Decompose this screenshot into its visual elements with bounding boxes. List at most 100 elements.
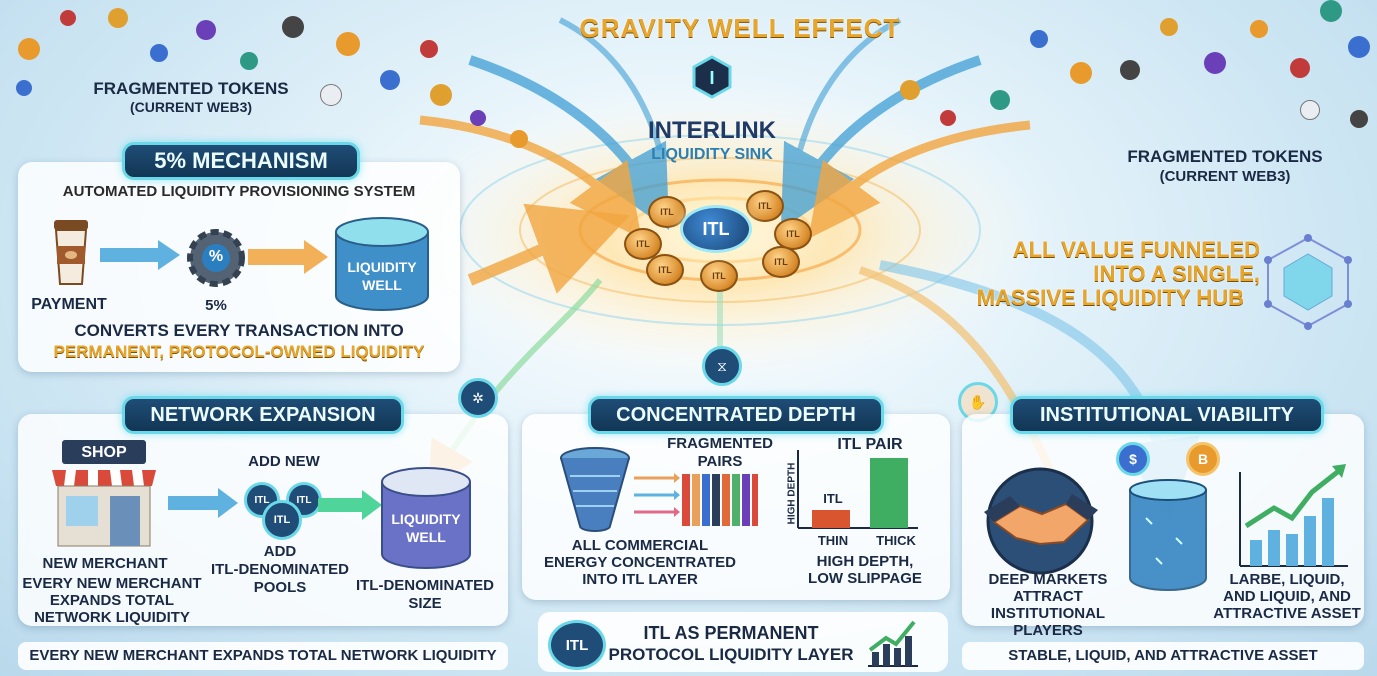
handshake-icon [980,466,1100,576]
token-icon [1348,36,1370,58]
token-icon [196,20,216,40]
fragmented-pairs-line1: FRAGMENTED [667,435,773,452]
network-well-line2: WELL [406,529,446,545]
svg-text:I: I [709,68,714,88]
token-icon [108,8,128,28]
token-icon [430,84,452,106]
footer-right: STABLE, LIQUID, AND ATTRACTIVE ASSET [962,642,1364,670]
depth-comparison-chart [797,450,918,529]
hub-text-line3: MASSIVE LIQUIDITY HUB [976,285,1244,310]
fragmented-right-title: FRAGMENTED TOKENS [1127,147,1323,166]
liquidity-well-cylinder [378,466,474,570]
itl-pair-label: ITL PAIR [837,436,903,453]
mechanism-title: 5% MECHANISM [122,142,360,180]
itl-coin-icon: ITL [746,190,784,222]
token-icon [940,110,956,126]
bitcoin-coin-icon: B [1186,442,1220,476]
token-icon [1250,20,1268,38]
hub-text-line2: INTO A SINGLE, [1093,261,1260,286]
network-nodes-icon: ✲ [458,378,498,418]
itl-small-label: ITL [823,491,843,506]
fragmented-right-subtitle: (CURRENT WEB3) [1159,168,1291,185]
center-coin-label: ITL [702,218,730,239]
size-line1: ITL-DENOMINATED [355,577,495,594]
flow-arrows-icon [634,470,680,520]
token-icon [1204,52,1226,74]
add-pools-line1: ADD [263,543,297,560]
footer-center-line1: ITL AS PERMANENT [643,623,819,643]
gear-symbol: % [208,248,224,265]
asset-line3: ATTRACTIVE ASSET [1213,605,1361,622]
funnel-icon [558,446,632,532]
token-icon [900,80,920,100]
depth-caption-line2: LOW SLIPPAGE [808,570,922,587]
footer-left: EVERY NEW MERCHANT EXPANDS TOTAL NETWORK… [18,642,508,670]
token-icon [1320,0,1342,22]
token-icon [510,130,528,148]
energy-line2: ENERGY CONCENTRATED [544,554,736,571]
token-icon [282,16,304,38]
energy-line3: INTO ITL LAYER [582,571,698,588]
hub-text-line1: ALL VALUE FUNNELED [1012,237,1260,262]
fragmented-left-subtitle: (CURRENT WEB3) [129,99,253,115]
network-well-line1: LIQUIDITY [391,511,461,527]
shop-storefront-icon [48,440,160,548]
add-pools-line3: POOLS [253,579,307,596]
token-icon [1030,30,1048,48]
add-new-label: ADD NEW [248,453,320,470]
mechanism-caption-line1: CONVERTS EVERY TRANSACTION INTO [74,321,404,340]
itl-coin-icon: ITL [648,196,686,228]
fragmented-pairs-bars [680,474,760,526]
dollar-coin-icon: $ [1116,442,1150,476]
token-icon [150,44,168,62]
token-icon [380,70,400,90]
arrow-right-icon [100,240,180,270]
sink-subtitle: LIQUIDITY SINK [651,146,773,163]
coffee-cup-icon [48,210,94,292]
merchant-line3: NETWORK LIQUIDITY [34,609,190,626]
arrow-right-icon [248,240,328,274]
gear-percent-icon [184,226,248,290]
footer-center-line2: PROTOCOL LIQUIDITY LAYER [608,645,854,664]
merchant-line1: EVERY NEW MERCHANT [22,575,202,592]
token-icon [1120,60,1140,80]
token-icon [240,52,258,70]
merchant-label: NEW MERCHANT [42,555,168,572]
token-icon [18,38,40,60]
asset-line2: AND LIQUID, AND [1223,588,1351,605]
deep-markets-line1: DEEP MARKETS [988,571,1108,588]
token-icon [60,10,76,26]
center-itl-coin: ITL [680,205,752,253]
itl-pool-coin-icon: ITL [262,500,302,540]
token-icon [336,32,360,56]
thick-depth-bar [870,458,908,528]
token-icon [1070,62,1092,84]
mechanism-subtitle: AUTOMATED LIQUIDITY PROVISIONING SYSTEM [62,183,416,200]
growth-chart-icon [1236,462,1352,572]
depth-caption-line1: HIGH DEPTH, [816,553,914,570]
mechanism-well-line1: LIQUIDITY [347,259,417,275]
liquidity-hub-cube-icon [1258,232,1358,332]
liquidity-well-cylinder [330,216,434,312]
token-icon [470,110,486,126]
institutional-title: INSTITUTIONAL VIABILITY [1010,396,1324,434]
fragmented-left-title: FRAGMENTED TOKENS [93,79,289,98]
payment-label: PAYMENT [31,296,107,313]
token-icon [1160,18,1178,36]
thin-label: THIN [817,533,849,548]
shop-sign-text: SHOP [81,444,127,461]
itl-coin-icon: ITL [762,246,800,278]
funnel-node-icon: ⧖ [702,346,742,386]
interlink-logo-icon: I [690,55,734,99]
fragmented-pairs-line2: PAIRS [697,453,743,470]
mechanism-caption-line2: PERMANENT, PROTOCOL-OWNED LIQUIDITY [53,342,425,361]
itl-coin-icon: ITL [624,228,662,260]
itl-coin-icon: ITL [700,260,738,292]
merchant-line2: EXPANDS TOTAL [49,592,175,609]
sink-title: INTERLINK [648,117,776,144]
gear-label: 5% [205,297,227,314]
token-icon [320,84,342,106]
liquidity-vault-icon [1126,478,1210,592]
token-icon [1300,100,1320,120]
mechanism-well-line2: WELL [362,277,402,293]
